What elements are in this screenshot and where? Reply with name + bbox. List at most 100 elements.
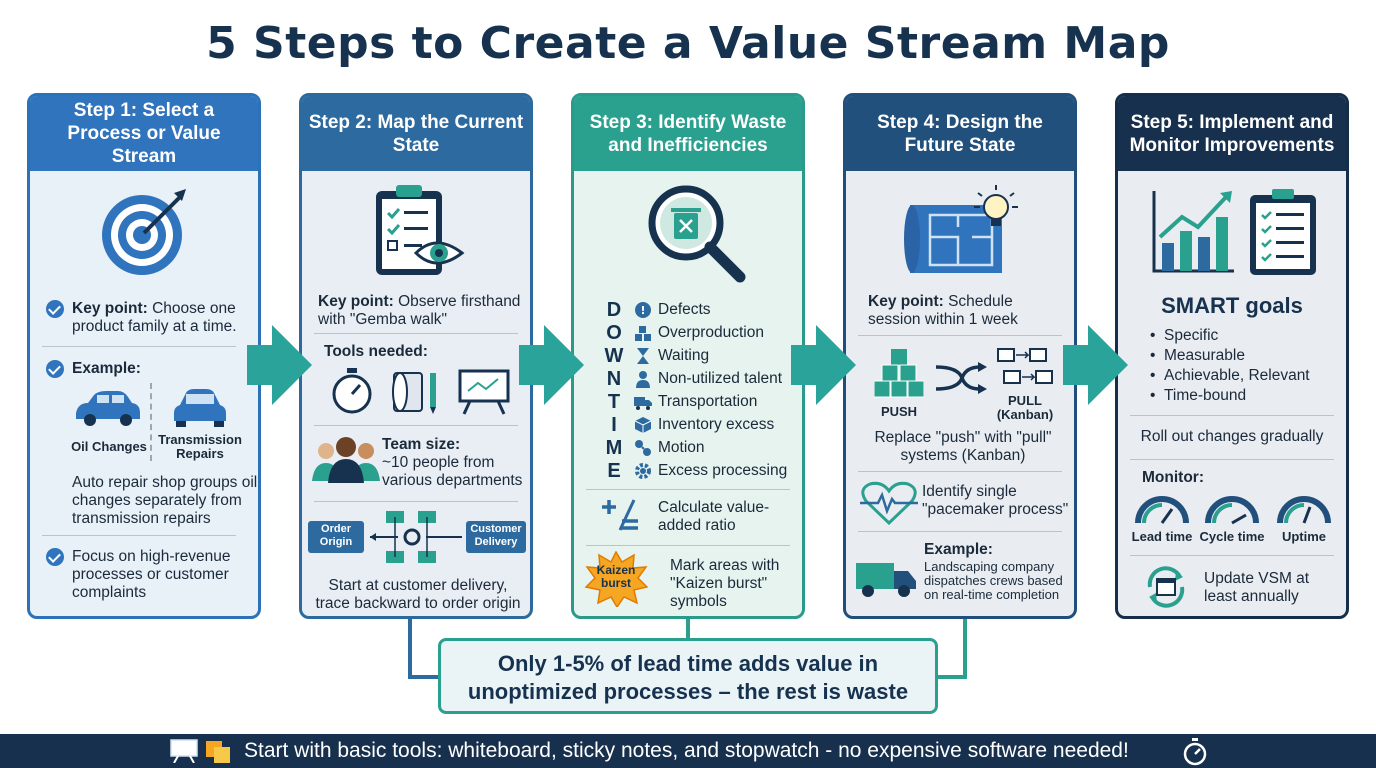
whiteboard-icon bbox=[458, 369, 510, 415]
gauge-label: Uptime bbox=[1281, 529, 1327, 544]
car-icon bbox=[174, 389, 226, 427]
step2-team-text: ~10 people from various departments bbox=[382, 454, 523, 489]
push-label: PUSH bbox=[880, 404, 918, 419]
smart-item: Time-bound bbox=[1150, 387, 1246, 405]
chart-checklist-icon bbox=[1152, 189, 1316, 275]
magnifier-trash-icon bbox=[648, 185, 746, 283]
target-icon bbox=[102, 189, 186, 275]
defects-icon: ! bbox=[635, 302, 651, 318]
waste-talent: Non-utilized talent bbox=[658, 370, 783, 387]
step4-key-label: Key point: bbox=[868, 293, 944, 310]
step-arrow-tail bbox=[1063, 345, 1089, 385]
car-icon bbox=[76, 391, 140, 426]
smart-item: Measurable bbox=[1150, 347, 1245, 365]
inventory-icon bbox=[634, 417, 652, 433]
step-arrow-tail bbox=[791, 345, 817, 385]
waste-inventory: Inventory excess bbox=[658, 416, 775, 433]
step4-card: Step 4: Design the Future State Key poin… bbox=[843, 93, 1077, 619]
team-icon bbox=[312, 437, 380, 483]
check-icon bbox=[46, 548, 64, 566]
divider bbox=[314, 501, 518, 502]
order-origin-box: Order Origin bbox=[308, 521, 364, 553]
step5-update-text: Update VSM at least annually bbox=[1204, 570, 1310, 605]
step1-keypoint: Key point: Choose one product family at … bbox=[72, 300, 252, 336]
hourglass-icon bbox=[637, 348, 649, 364]
waste-overproduction: Overproduction bbox=[658, 324, 764, 341]
footer-banner: Start with basic tools: whiteboard, stic… bbox=[0, 734, 1376, 768]
divider bbox=[586, 489, 790, 490]
step-arrow-icon bbox=[272, 325, 312, 405]
stopwatch-icon bbox=[1183, 738, 1207, 766]
pull-label: PULL (Kanban) bbox=[996, 393, 1054, 422]
gauge-label: Cycle time bbox=[1199, 529, 1265, 544]
gauge-label: Lead time bbox=[1131, 529, 1193, 544]
divider bbox=[858, 335, 1062, 336]
step2-team-label: Team size: bbox=[382, 436, 461, 453]
acronym-letter: E bbox=[607, 460, 621, 482]
step4-title: Step 4: Design the Future State bbox=[846, 96, 1074, 171]
step-arrow-tail bbox=[247, 345, 273, 385]
gauge-icon bbox=[1277, 496, 1331, 524]
stopwatch-icon bbox=[332, 368, 372, 414]
step3-calc-text: Calculate value-added ratio bbox=[658, 499, 770, 534]
check-icon bbox=[46, 360, 64, 378]
divider bbox=[586, 545, 790, 546]
step2-key-label: Key point: bbox=[318, 293, 394, 310]
whiteboard-icon bbox=[170, 739, 198, 763]
step4-example-label: Example: bbox=[924, 541, 993, 558]
step4-keypoint: Key point: Schedule session within 1 wee… bbox=[868, 293, 1068, 329]
step-arrow-icon bbox=[544, 325, 584, 405]
key-insight-callout: Only 1-5% of lead time adds value in uno… bbox=[438, 638, 938, 714]
kaizen-burst-icon bbox=[584, 551, 648, 607]
step1-example-text: Auto repair shop groups oil changes sepa… bbox=[72, 474, 258, 527]
car1-label: Oil Changes bbox=[71, 439, 147, 454]
push-boxes-icon bbox=[874, 349, 924, 398]
page-title: 5 Steps to Create a Value Stream Map bbox=[206, 18, 1170, 69]
gauge-icon bbox=[1205, 496, 1259, 525]
divider bbox=[314, 425, 518, 426]
step1-key-text: Choose one product family at a time. bbox=[72, 300, 237, 335]
divider bbox=[314, 333, 518, 334]
step5-monitor-label: Monitor: bbox=[1142, 469, 1204, 486]
divider bbox=[858, 531, 1062, 532]
customer-delivery-box: Customer Delivery bbox=[466, 521, 526, 553]
step1-example-label: Example: bbox=[72, 360, 141, 377]
check-icon bbox=[46, 300, 64, 318]
shuffle-icon bbox=[935, 362, 987, 394]
acronym-letter: M bbox=[605, 437, 623, 459]
step2-trace-text: Start at customer delivery, trace backwa… bbox=[315, 577, 521, 612]
calendar-refresh-icon bbox=[1147, 566, 1185, 608]
divider bbox=[42, 535, 236, 536]
step4-pacemaker-text: Identify single "pacemaker process" bbox=[922, 483, 1069, 518]
step2-title: Step 2: Map the Current State bbox=[302, 96, 530, 171]
step-arrow-icon bbox=[1088, 325, 1128, 405]
step2-card: Step 2: Map the Current State Key point:… bbox=[299, 93, 533, 619]
heartbeat-icon bbox=[860, 481, 918, 525]
divider bbox=[858, 471, 1062, 472]
truck-icon bbox=[856, 563, 916, 597]
person-icon bbox=[636, 371, 650, 388]
truck-icon bbox=[634, 397, 652, 410]
step1-title: Step 1: Select a Process or Value Stream bbox=[30, 96, 258, 171]
smart-item: Achievable, Relevant bbox=[1150, 367, 1310, 385]
waste-excess-processing: Excess processing bbox=[658, 462, 788, 479]
waste-waiting: Waiting bbox=[658, 347, 710, 364]
step-arrow-tail bbox=[519, 345, 545, 385]
step-arrow-icon bbox=[816, 325, 856, 405]
kaizen-badge: Kaizen burst bbox=[596, 563, 636, 590]
waste-transportation: Transportation bbox=[658, 393, 758, 410]
step5-card: Step 5: Implement and Monitor Improvemen… bbox=[1115, 93, 1349, 619]
pull-kanban-icon bbox=[997, 348, 1053, 384]
divider bbox=[1130, 459, 1334, 460]
acronym-letter: O bbox=[606, 322, 622, 344]
smart-item: Specific bbox=[1150, 327, 1218, 345]
overproduction-icon bbox=[635, 326, 651, 341]
acronym-letter: N bbox=[606, 368, 622, 390]
acronym-letter: T bbox=[607, 391, 621, 413]
step1-key-label: Key point: bbox=[72, 300, 148, 317]
step1-card: Step 1: Select a Process or Value Stream… bbox=[27, 93, 261, 619]
step4-replace-text: Replace "push" with "pull" systems (Kanb… bbox=[874, 429, 1052, 464]
divider bbox=[1130, 555, 1334, 556]
step2-tools-label: Tools needed: bbox=[324, 343, 428, 360]
gauge-icon bbox=[1135, 496, 1189, 524]
